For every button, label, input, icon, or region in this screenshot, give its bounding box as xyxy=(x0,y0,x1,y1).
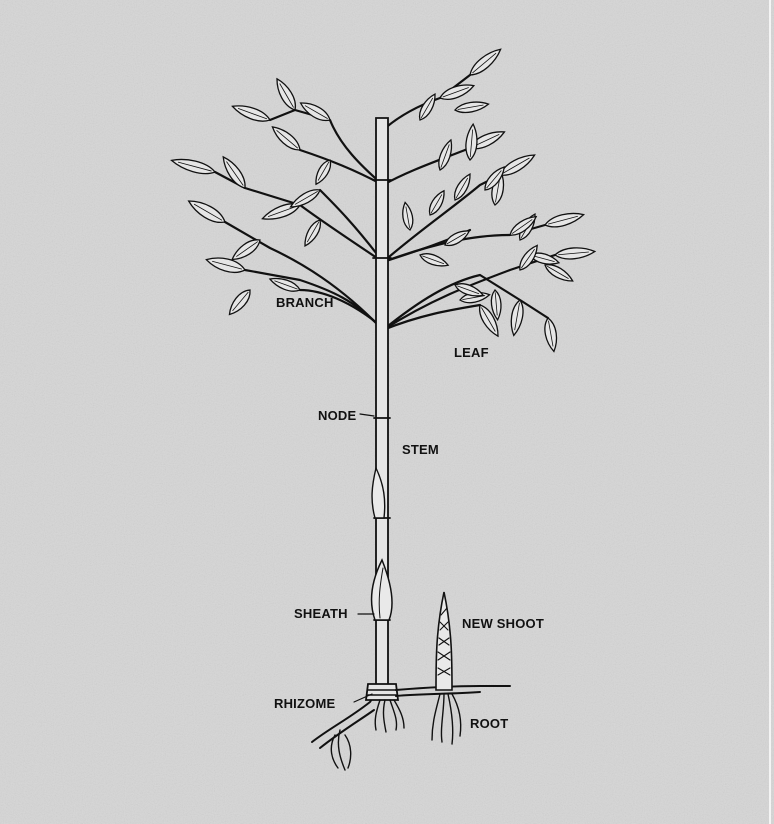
sheath-label: SHEATH xyxy=(294,606,348,621)
leaf-label: LEAF xyxy=(454,345,489,360)
node-label: NODE xyxy=(318,408,356,423)
branch-label: BRANCH xyxy=(276,295,334,310)
root-label: ROOT xyxy=(470,716,508,731)
stem-label: STEM xyxy=(402,442,439,457)
rhizome-label: RHIZOME xyxy=(274,696,335,711)
new-shoot-label: NEW SHOOT xyxy=(462,616,544,631)
